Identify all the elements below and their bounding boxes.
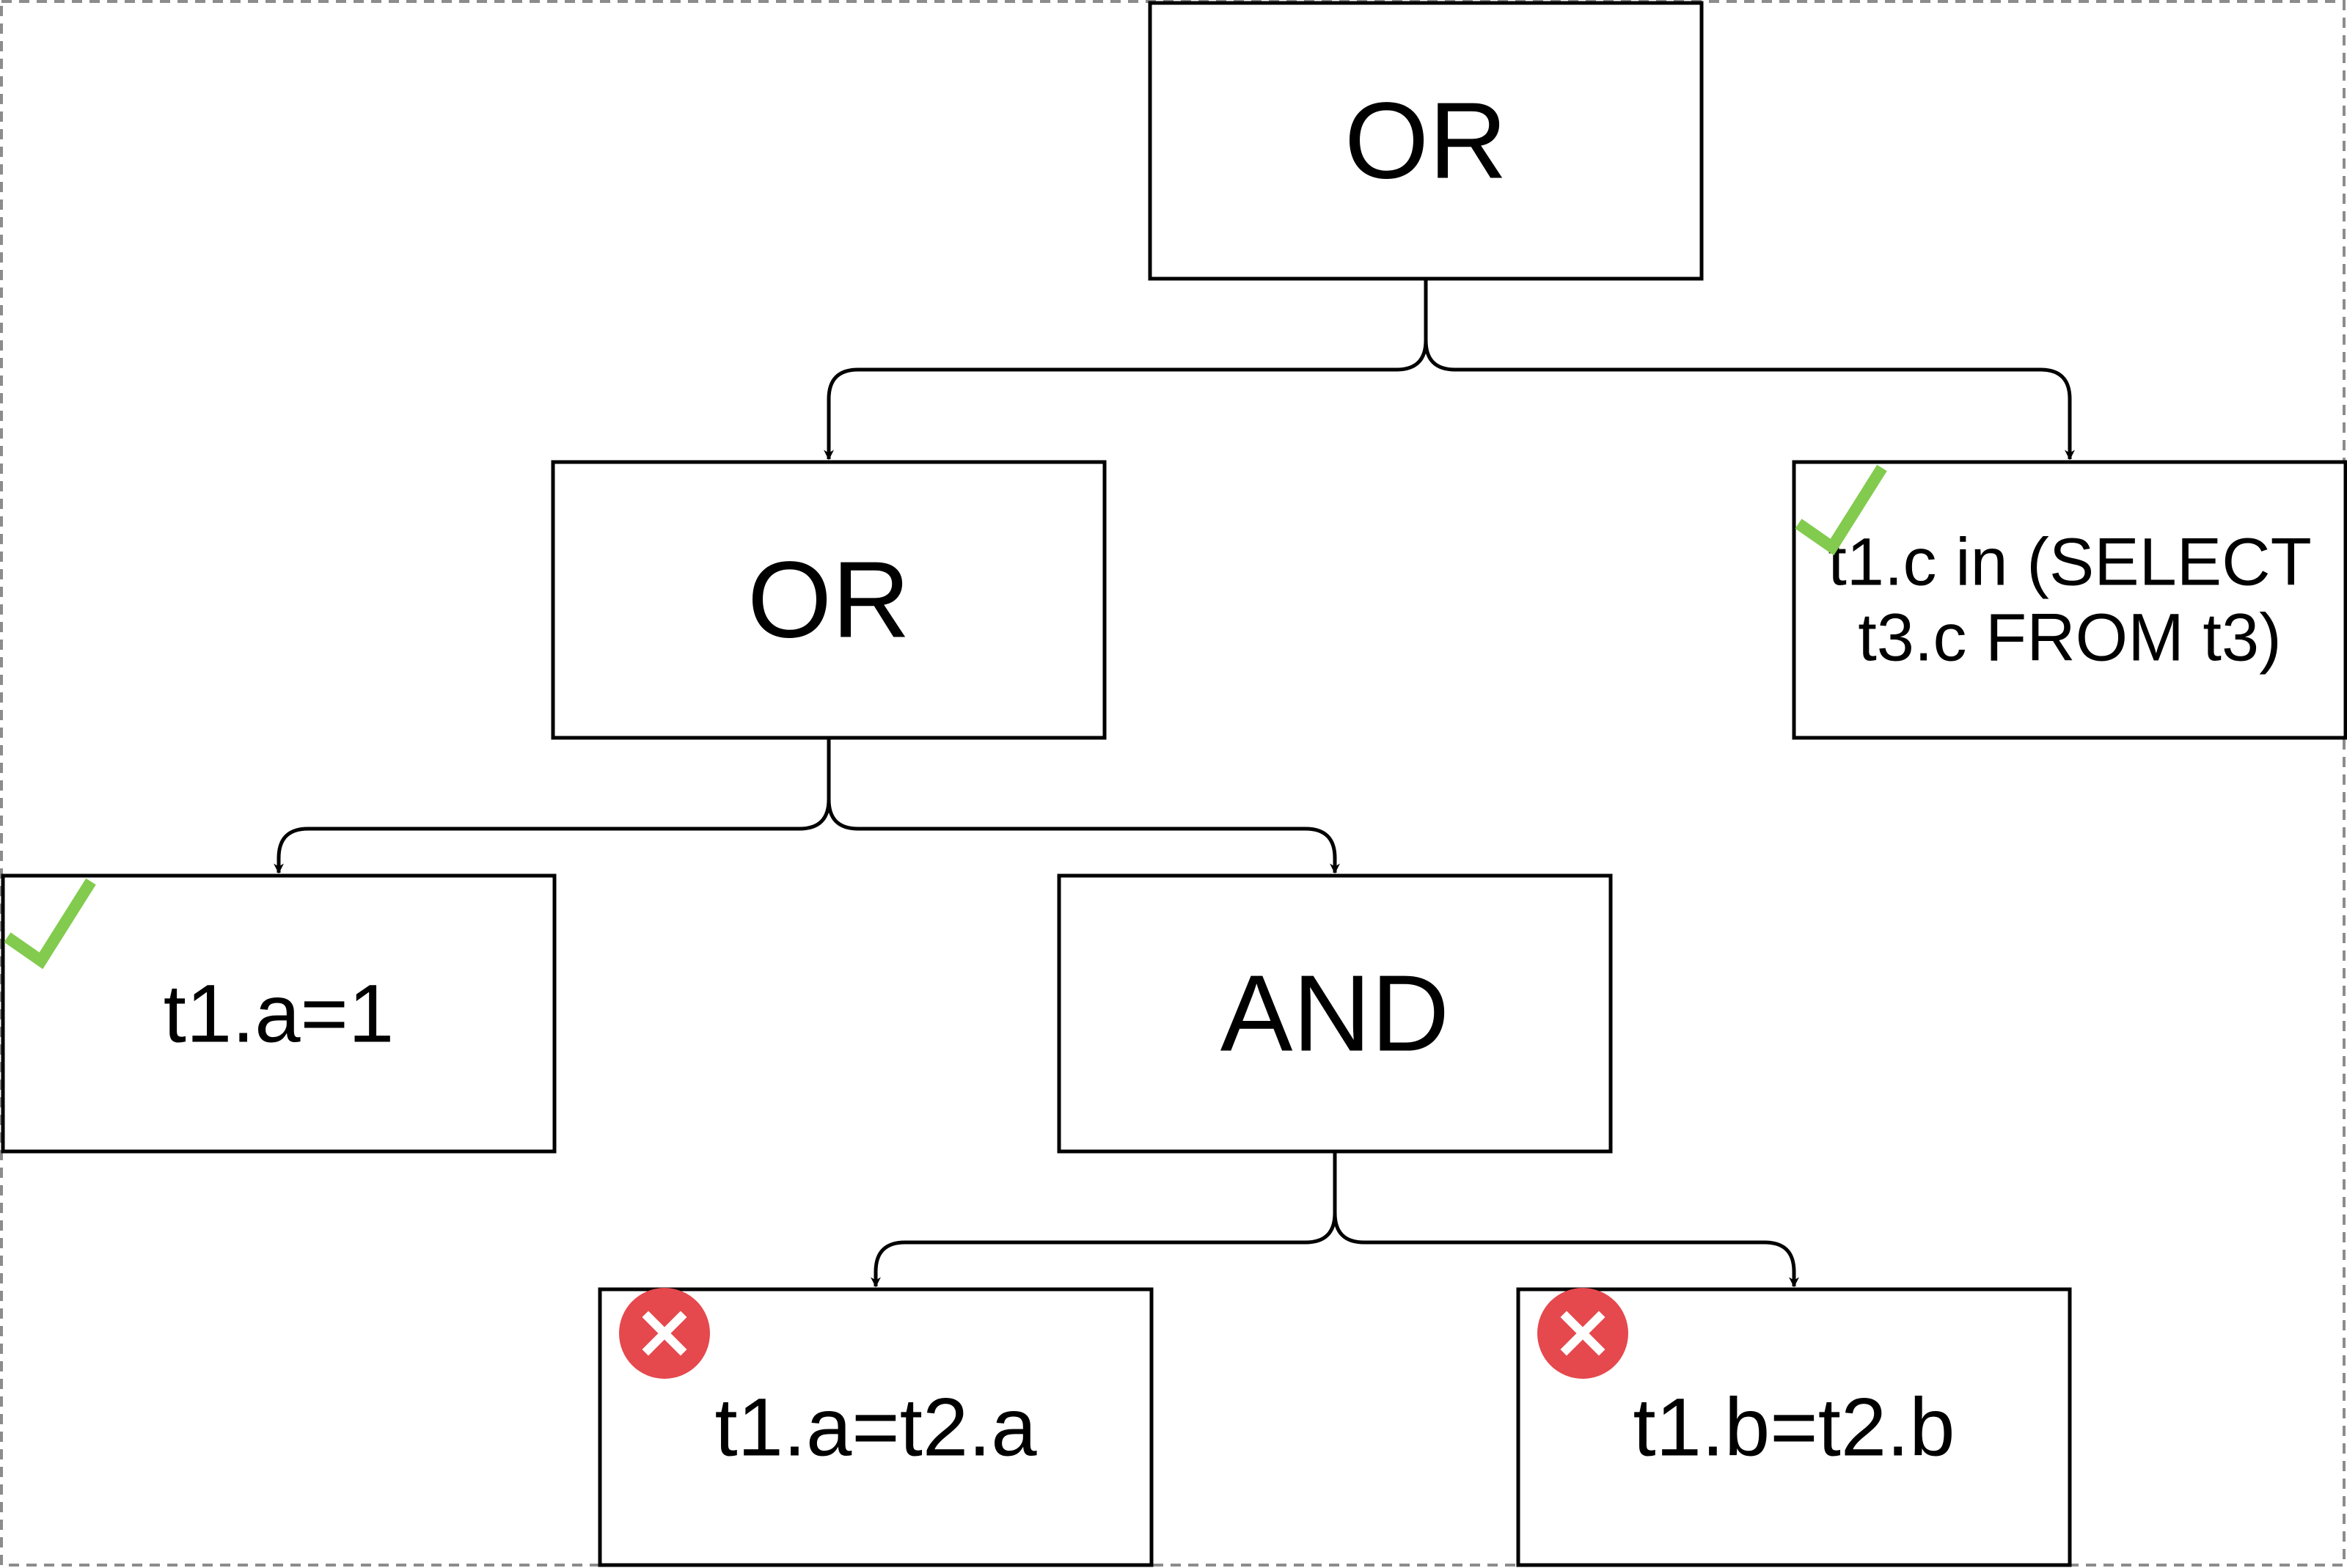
node-inner_or: OR [551,460,1107,740]
edge-inner_or-to-cond_a1 [274,738,831,874]
node-and_node: AND [1057,873,1613,1154]
node-label: OR [1344,81,1507,202]
node-label: t3.c FROM t3) [1858,601,2282,675]
edge-inner_or-to-and_node [827,738,1340,874]
node-box [1057,873,1613,1154]
node-cond_a_eq: t1.a=t2.a [598,1287,1154,1567]
node-label: t1.b=t2.b [1633,1382,1955,1473]
edges-layer [274,279,2075,1288]
node-label: t1.a=t2.a [714,1382,1037,1473]
node-cond_a1: t1.a=1 [1,873,557,1154]
node-label: t1.c in (SELECT [1828,524,2312,599]
node-box [551,460,1107,740]
node-box [1148,1,1704,281]
edge-root_or-to-inner_or [824,279,1428,461]
cross-circle-icon [619,1288,710,1379]
node-cond_b_eq: t1.b=t2.b [1516,1287,2072,1567]
node-label: t1.a=1 [164,968,395,1060]
node-box [1792,460,2347,740]
node-box [1,873,557,1154]
checkmark-icon [4,878,96,970]
node-root_or: OR [1148,1,1704,281]
cross-circle-icon [1537,1288,1628,1379]
edge-root_or-to-subquery [1424,279,2075,461]
node-label: OR [747,540,910,661]
edge-and_node-to-cond_a_eq [871,1151,1337,1288]
edge-and_node-to-cond_b_eq [1333,1151,1799,1288]
node-label: AND [1220,953,1449,1074]
checkmark-icon [1795,464,1887,556]
